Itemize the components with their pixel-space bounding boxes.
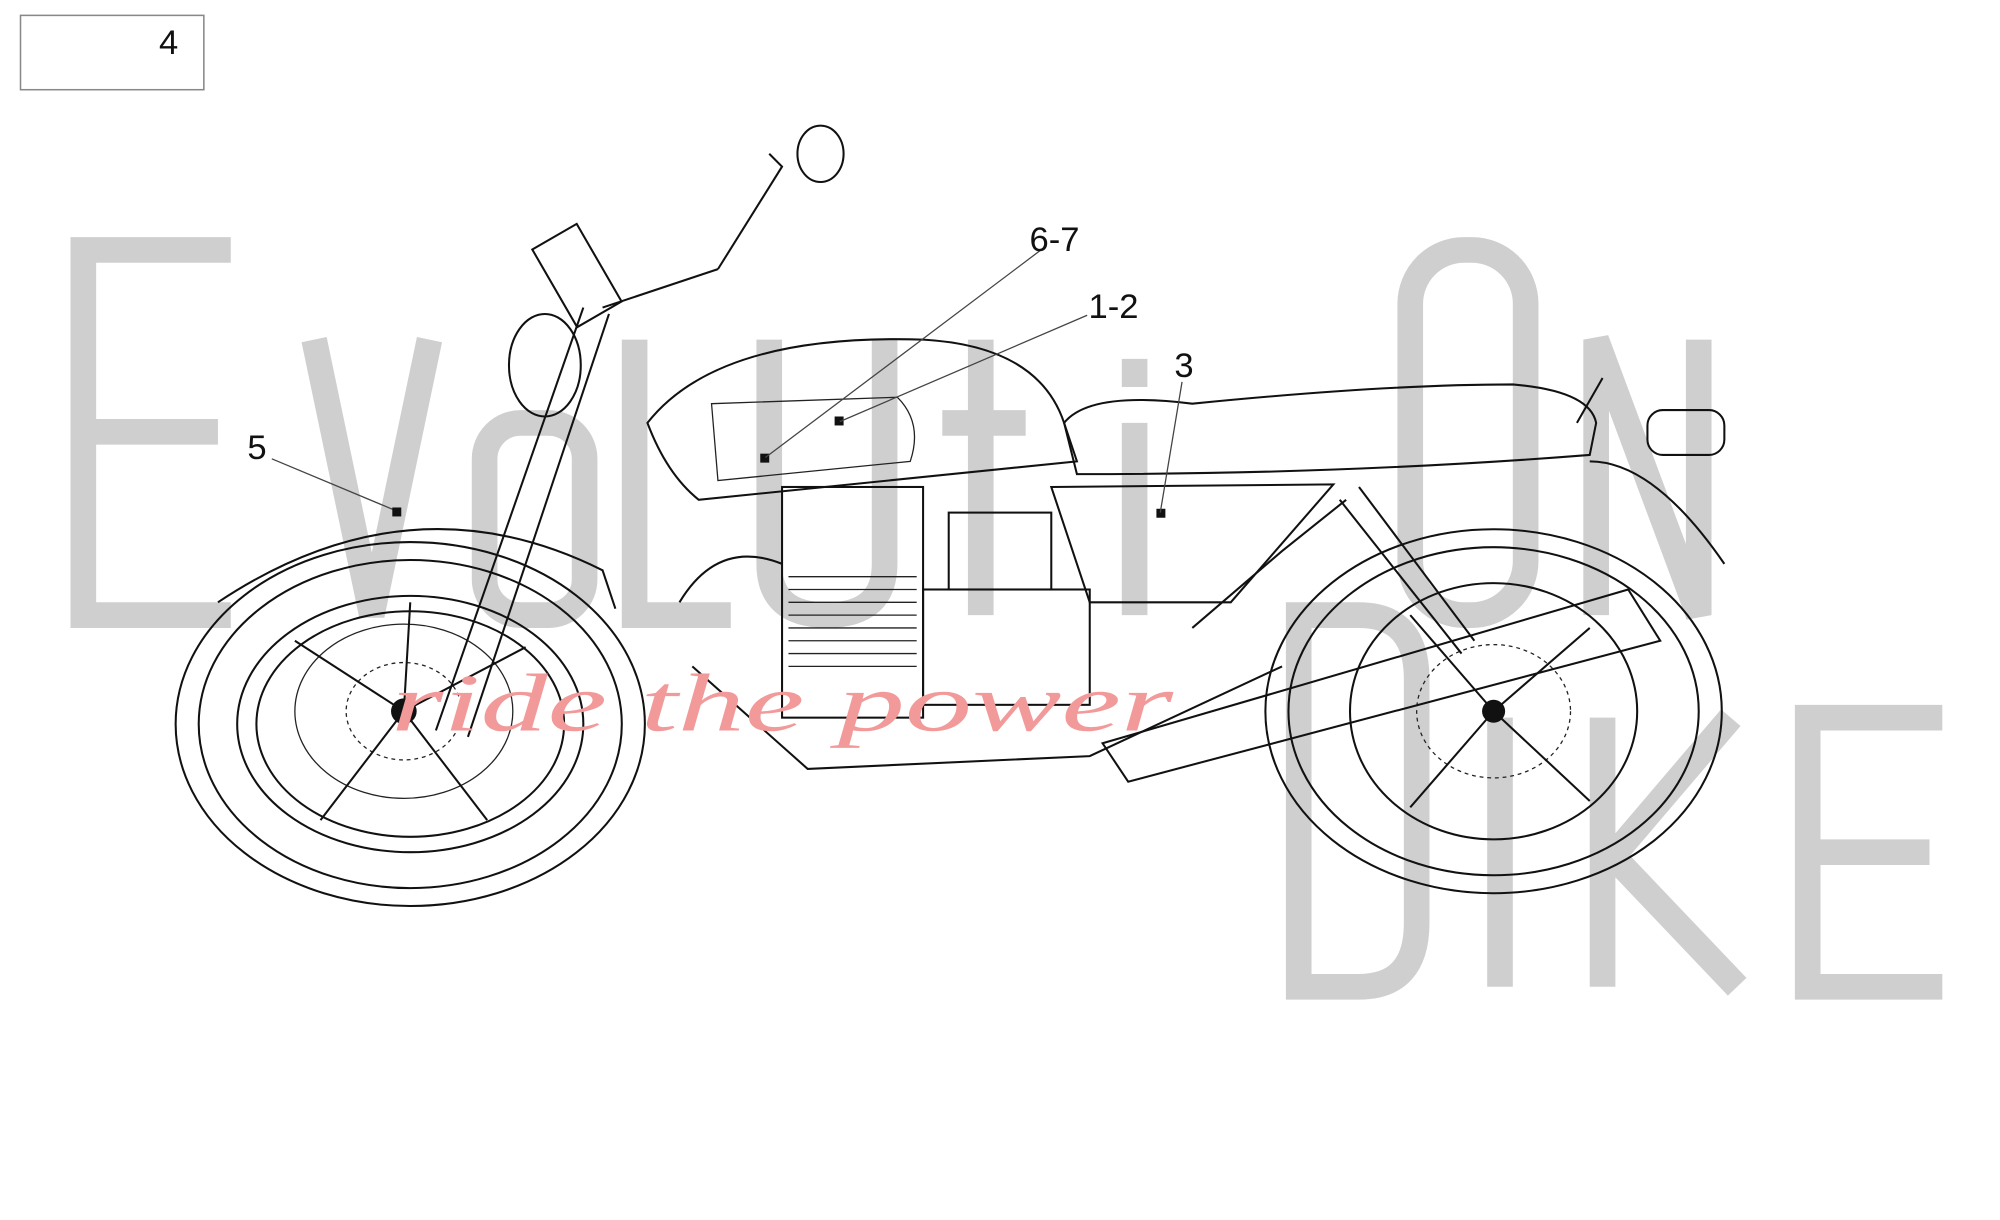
watermark-tagline: ride the power <box>391 657 1175 748</box>
watermark-letter-o-large <box>1397 237 1539 628</box>
callout-label: 5 <box>247 429 266 467</box>
page-number-box: 4 <box>19 14 205 91</box>
watermark-letter-n <box>1583 335 1712 620</box>
callout-5: 5 <box>247 429 402 517</box>
callout-label: 1-2 <box>1088 288 1138 326</box>
front-wheel <box>174 541 646 908</box>
callout-label: 6-7 <box>1029 221 1079 259</box>
motorcycle-drawing <box>174 124 1726 908</box>
callout-6-7: 6-7 <box>764 221 1079 459</box>
watermark-letter-e <box>70 237 231 628</box>
watermark-letter-l <box>621 339 731 628</box>
watermark-letter-e2 <box>1794 704 1943 1000</box>
callout-1-2: 1-2 <box>839 288 1138 423</box>
watermark-letter-k <box>1589 709 1747 996</box>
watermark-letter-v <box>301 336 443 618</box>
watermark-letter-b <box>1285 602 1430 1000</box>
engine <box>781 485 1091 719</box>
page-number: 4 <box>159 24 178 62</box>
watermark-logo <box>70 237 1943 1000</box>
callout-3: 3 <box>1159 347 1194 513</box>
callout-label: 3 <box>1174 347 1193 385</box>
rear-wheel <box>1264 528 1723 895</box>
watermark-letter-t <box>942 339 1026 616</box>
watermark-letter-o <box>471 410 598 628</box>
